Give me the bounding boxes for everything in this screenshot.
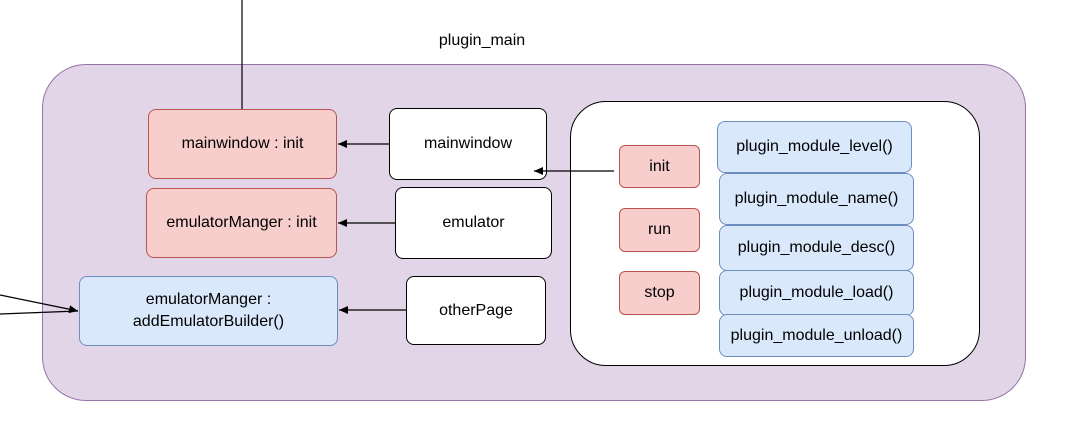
mainwindow-node[interactable]: mainwindow <box>389 108 547 180</box>
plugin-module-level-node[interactable]: plugin_module_level() <box>717 121 912 173</box>
emulator-manager-init-node[interactable]: emulatorManger : init <box>146 188 337 258</box>
plugin-module-unload-node[interactable]: plugin_module_unload() <box>719 314 914 357</box>
incoming-line-left-1 <box>0 294 79 314</box>
other-page-node[interactable]: otherPage <box>406 276 546 345</box>
plugin-module-name-node[interactable]: plugin_module_name() <box>719 173 914 225</box>
stop-node[interactable]: stop <box>619 271 700 315</box>
init-node[interactable]: init <box>619 145 700 188</box>
emulator-manager-add-builder-node[interactable]: emulatorManger : addEmulatorBuilder() <box>79 276 338 346</box>
plugin-module-load-node[interactable]: plugin_module_load() <box>719 270 914 316</box>
mainwindow-init-node[interactable]: mainwindow : init <box>148 109 337 179</box>
emulator-node[interactable]: emulator <box>395 187 552 259</box>
run-node[interactable]: run <box>619 208 700 252</box>
container-title: plugin_main <box>438 32 526 49</box>
plugin-module-desc-node[interactable]: plugin_module_desc() <box>719 225 914 271</box>
incoming-line-left-2 <box>0 310 79 315</box>
